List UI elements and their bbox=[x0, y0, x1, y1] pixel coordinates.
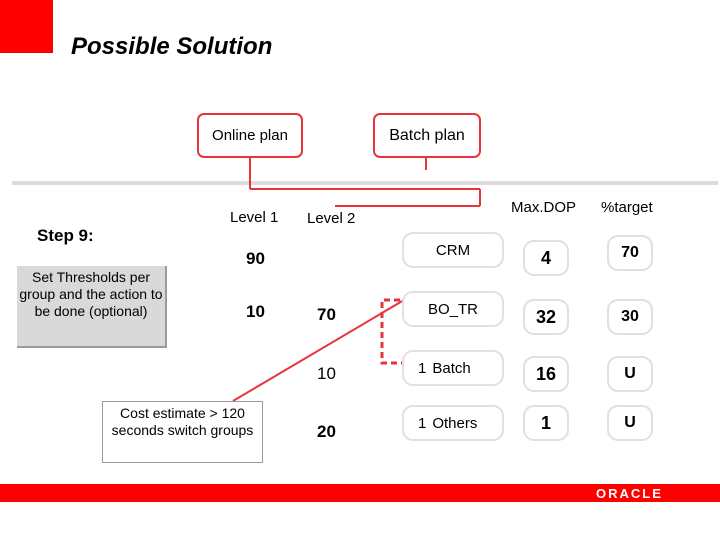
maxdop-value: 32 bbox=[535, 306, 557, 327]
step-label: Step 9: bbox=[37, 226, 94, 245]
level2-value: 10 bbox=[317, 364, 336, 383]
maxdop-cell: 16 bbox=[523, 356, 569, 392]
cost-estimate-note: Cost estimate > 120 seconds switch group… bbox=[102, 401, 263, 463]
target-value: 30 bbox=[621, 308, 639, 325]
group-others: 1 Others bbox=[402, 405, 504, 441]
target-cell: U bbox=[607, 356, 653, 392]
target-value: U bbox=[624, 414, 636, 431]
maxdop-header: Max.DOP bbox=[511, 199, 577, 216]
level1-label: Level 1 bbox=[230, 209, 279, 226]
target-cell: 30 bbox=[607, 299, 653, 335]
target-header: %target bbox=[601, 199, 653, 216]
group-prefix: 1 bbox=[418, 414, 427, 432]
target-value: 70 bbox=[621, 244, 639, 261]
target-cell: 70 bbox=[607, 235, 653, 271]
level2-value: 70 bbox=[317, 305, 336, 324]
target-cell: U bbox=[607, 405, 653, 441]
slide-title: Possible Solution bbox=[71, 33, 273, 60]
group-name: BO_TR bbox=[427, 300, 478, 318]
brand-square bbox=[0, 0, 53, 53]
threshold-note: Set Thresholds per group and the action … bbox=[17, 266, 167, 348]
online-plan-label: Online plan bbox=[212, 127, 288, 144]
maxdop-value: 4 bbox=[540, 247, 551, 268]
batch-plan-box: Batch plan bbox=[373, 113, 481, 158]
online-plan-box: Online plan bbox=[197, 113, 303, 158]
level2-value: 20 bbox=[317, 422, 336, 441]
group-name: Others bbox=[432, 414, 478, 432]
target-value: U bbox=[624, 365, 636, 382]
maxdop-cell: 4 bbox=[523, 240, 569, 276]
group-bo-tr: BO_TR bbox=[402, 291, 504, 327]
group-name: CRM bbox=[435, 241, 471, 259]
batch-plan-label: Batch plan bbox=[389, 126, 465, 144]
footer-bar bbox=[0, 484, 720, 502]
group-batch: 1 Batch bbox=[402, 350, 504, 386]
level1-value: 10 bbox=[246, 302, 265, 321]
maxdop-value: 1 bbox=[540, 412, 551, 433]
oracle-logo: ORACLE bbox=[596, 486, 663, 501]
maxdop-cell: 32 bbox=[523, 299, 569, 335]
level2-label: Level 2 bbox=[307, 210, 356, 227]
group-prefix: 1 bbox=[418, 359, 427, 377]
maxdop-cell: 1 bbox=[523, 405, 569, 441]
maxdop-value: 16 bbox=[535, 363, 557, 384]
group-name: Batch bbox=[432, 359, 471, 377]
group-crm: CRM bbox=[402, 232, 504, 268]
level1-value: 90 bbox=[246, 249, 265, 268]
